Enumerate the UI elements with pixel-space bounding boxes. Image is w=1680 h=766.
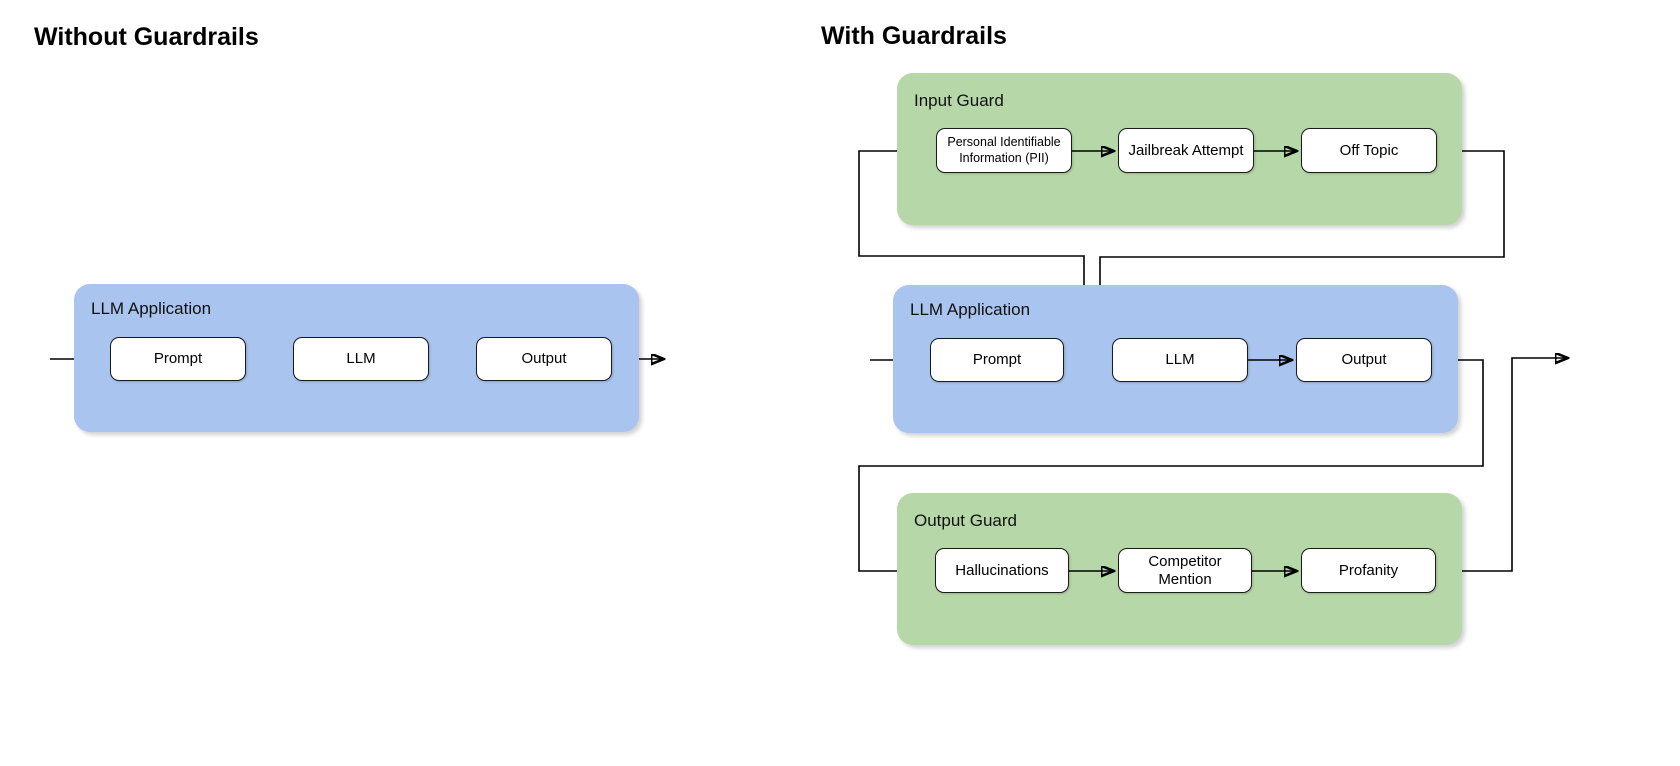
input-guard-label: Input Guard (914, 91, 1004, 110)
left-node-llm[interactable]: LLM (293, 337, 429, 381)
left-llm-application-label: LLM Application (91, 299, 212, 318)
input-guard-node-pii-label: Personal Identifiable Information (PII) (947, 135, 1061, 165)
right-node-output-label: Output (1341, 351, 1387, 369)
left-node-prompt[interactable]: Prompt (110, 337, 246, 381)
left-node-output[interactable]: Output (476, 337, 612, 381)
input-guard-node-jailbreak-label: Jailbreak Attempt (1128, 141, 1244, 159)
output-guard-node-competitor[interactable]: Competitor Mention (1118, 548, 1252, 593)
input-guard-node-offtopic[interactable]: Off Topic (1301, 128, 1437, 173)
output-guard-node-competitor-label: Competitor Mention (1148, 552, 1222, 588)
output-guard-node-profanity-label: Profanity (1338, 561, 1399, 579)
output-guard-label: Output Guard (914, 511, 1018, 530)
right-llm-application-label: LLM Application (910, 300, 1031, 319)
input-guard-node-offtopic-label: Off Topic (1339, 141, 1399, 159)
output-guard-node-profanity[interactable]: Profanity (1301, 548, 1436, 593)
page-title-with-guardrails: With Guardrails (821, 22, 1007, 50)
input-guard-node-jailbreak[interactable]: Jailbreak Attempt (1118, 128, 1254, 173)
output-guard-node-hallucinations-label: Hallucinations (955, 561, 1049, 579)
output-guard-node-hallucinations[interactable]: Hallucinations (935, 548, 1069, 593)
right-node-prompt-label: Prompt (972, 351, 1022, 369)
page-title-without-guardrails: Without Guardrails (34, 23, 259, 51)
right-node-output[interactable]: Output (1296, 338, 1432, 382)
left-node-prompt-label: Prompt (153, 350, 203, 368)
right-node-llm-label: LLM (1165, 351, 1195, 369)
left-node-llm-label: LLM (346, 350, 376, 368)
input-guard-node-pii[interactable]: Personal Identifiable Information (PII) (936, 128, 1072, 173)
right-node-prompt[interactable]: Prompt (930, 338, 1064, 382)
left-node-output-label: Output (521, 350, 567, 368)
right-node-llm[interactable]: LLM (1112, 338, 1248, 382)
